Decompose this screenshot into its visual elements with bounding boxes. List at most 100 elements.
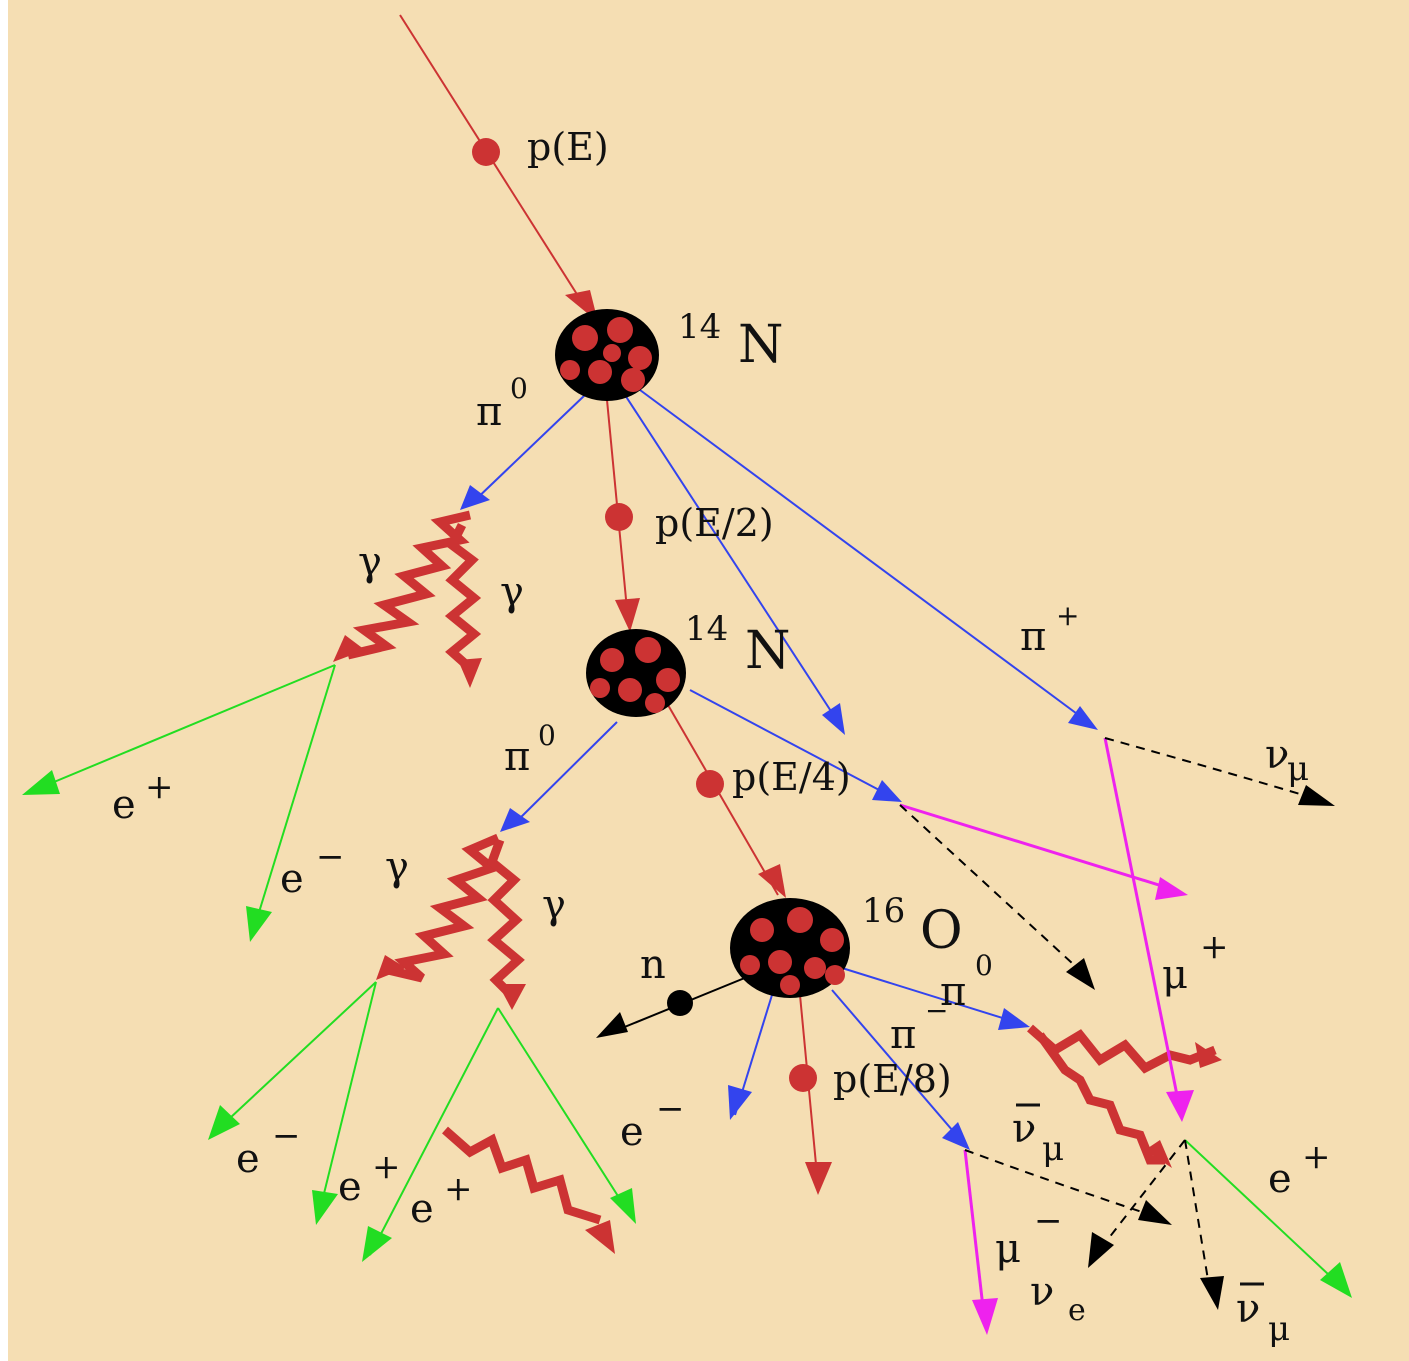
pi0-track-3	[841, 967, 1026, 1026]
gamma-arrowhead-5	[585, 1220, 615, 1254]
label-n14-second-symbol: N	[745, 621, 791, 681]
label-gamma-2: γ	[500, 569, 524, 615]
mu-plus-track	[1103, 737, 1182, 1111]
proton-track-e4	[667, 704, 779, 896]
electron-arrowhead-5	[362, 1226, 392, 1262]
gamma-track-3	[386, 833, 502, 983]
neutrino-tracks	[899, 737, 1321, 1293]
gamma-arrowhead-3	[376, 955, 406, 980]
label-electron-2: e	[236, 1136, 260, 1182]
label-electron-2-sup: −	[272, 1116, 301, 1156]
label-mu-minus-sup: −	[1034, 1201, 1063, 1241]
pi-plus-track	[639, 389, 1093, 726]
neutrino-arrowhead-5	[1200, 1276, 1224, 1310]
label-pi0-first-sup: 0	[510, 372, 528, 405]
proton-dot-4	[789, 1064, 817, 1092]
gamma-arrowhead-7	[1145, 1140, 1172, 1168]
label-electron-3-sup: −	[656, 1089, 685, 1129]
pion-arrowhead-5	[872, 780, 902, 802]
nubar-mu-track-2	[1184, 1139, 1211, 1293]
muon-track-e4	[899, 803, 1176, 892]
label-electron-1: e	[280, 856, 304, 902]
label-pi0-second-sup: 0	[538, 719, 556, 752]
label-gamma-1: γ	[358, 539, 382, 585]
label-gamma-4: γ	[542, 882, 566, 928]
pion-track-e4	[689, 689, 899, 801]
label-mu-plus-sup: +	[1200, 927, 1229, 967]
muon-tracks	[899, 737, 1182, 1326]
label-pi-minus: π	[890, 1012, 916, 1058]
gamma-arrowhead-4	[498, 984, 526, 1010]
gamma-tracks	[346, 510, 1217, 1225]
label-p-e8: p(E/8)	[833, 1057, 952, 1101]
label-nubar-mu-1-sub: μ	[1042, 1129, 1064, 1169]
muon-arrowhead-3	[972, 1298, 998, 1335]
label-nu-mu-1-sub: μ	[1287, 749, 1309, 789]
neutrino-arrowhead-2	[1066, 958, 1095, 990]
label-pi0-first: π	[476, 389, 502, 435]
positron-track-4	[1184, 1139, 1346, 1291]
pion-arrowhead-6	[998, 1008, 1030, 1030]
label-nubar-mu-2-sub: μ	[1268, 1309, 1290, 1349]
label-positron-1-sup: +	[145, 767, 174, 807]
pion-arrowhead-4	[500, 808, 530, 832]
proton-tracks	[399, 14, 818, 1176]
muon-arrowhead-1	[1166, 1090, 1194, 1122]
pion-track-2	[624, 394, 841, 726]
label-pi0-third: π	[940, 969, 966, 1015]
label-mu-minus: μ	[995, 1226, 1021, 1272]
nubar-mu-track-1	[964, 1149, 1161, 1219]
label-positron-4: e	[1268, 1156, 1292, 1202]
pion-arrowhead-1	[460, 485, 490, 510]
nu-e-track	[1097, 1139, 1186, 1253]
electron-arrowhead-6	[610, 1188, 636, 1224]
nucleus-o16	[730, 898, 850, 998]
label-pi-plus: π	[1020, 614, 1046, 660]
neutron-track	[596, 974, 753, 1038]
gamma-arrowhead-2	[458, 658, 482, 688]
label-positron-4-sup: +	[1302, 1137, 1331, 1177]
label-n14-first-mass: 14	[678, 307, 721, 347]
electron-tracks	[29, 664, 1346, 1291]
label-o16-symbol: O	[920, 901, 963, 961]
nucleus-n14-first	[555, 309, 659, 401]
label-positron-2-sup: +	[372, 1147, 401, 1187]
mu-minus-track	[963, 1149, 987, 1326]
neutron-dot	[667, 990, 693, 1016]
label-pi-minus-sup: −	[925, 994, 948, 1027]
label-p-e: p(E)	[527, 125, 609, 169]
label-nu-e: ν	[1030, 1269, 1054, 1315]
neutron-arrowhead	[596, 1012, 628, 1038]
background-panel	[8, 0, 1409, 1361]
label-positron-1: e	[112, 782, 136, 828]
label-nubar-mu-1: ν	[1012, 1106, 1036, 1152]
gamma-track-2	[444, 522, 482, 672]
labels: p(E) p(E/2) p(E/4) p(E/8) 14 N 14 N 16 O…	[112, 125, 1331, 1349]
label-electron-3: e	[620, 1109, 644, 1155]
electron-arrowhead-4	[312, 1190, 338, 1225]
nu-mu-track-1	[1104, 737, 1321, 801]
electron-arrowhead-3	[208, 1105, 240, 1140]
muon-arrowheads	[972, 877, 1194, 1335]
proton-track-incoming	[399, 14, 593, 319]
pi0-track-1	[469, 394, 586, 506]
label-nu-e-sub: e	[1068, 1293, 1086, 1328]
proton-dot-3	[696, 770, 724, 798]
label-pi-plus-sup: +	[1056, 599, 1079, 632]
pi0-track-2	[509, 721, 618, 829]
neutrino-arrowheads	[1066, 785, 1335, 1310]
positron-track-2	[317, 981, 377, 1219]
electron-arrowheads	[22, 770, 1352, 1298]
label-pi0-third-sup: 0	[975, 949, 993, 982]
gamma-arrowhead-6	[1195, 1042, 1222, 1068]
electron-track-1	[251, 664, 336, 936]
positron-track-3	[369, 1007, 499, 1256]
pion-arrowhead-3	[1068, 706, 1098, 730]
gamma-arrowheads	[333, 635, 1222, 1254]
electron-arrowhead-1	[22, 770, 60, 795]
proton-dot-1	[472, 138, 500, 166]
gamma-track-7	[1036, 1032, 1165, 1165]
gamma-arrowhead-1	[333, 635, 365, 662]
